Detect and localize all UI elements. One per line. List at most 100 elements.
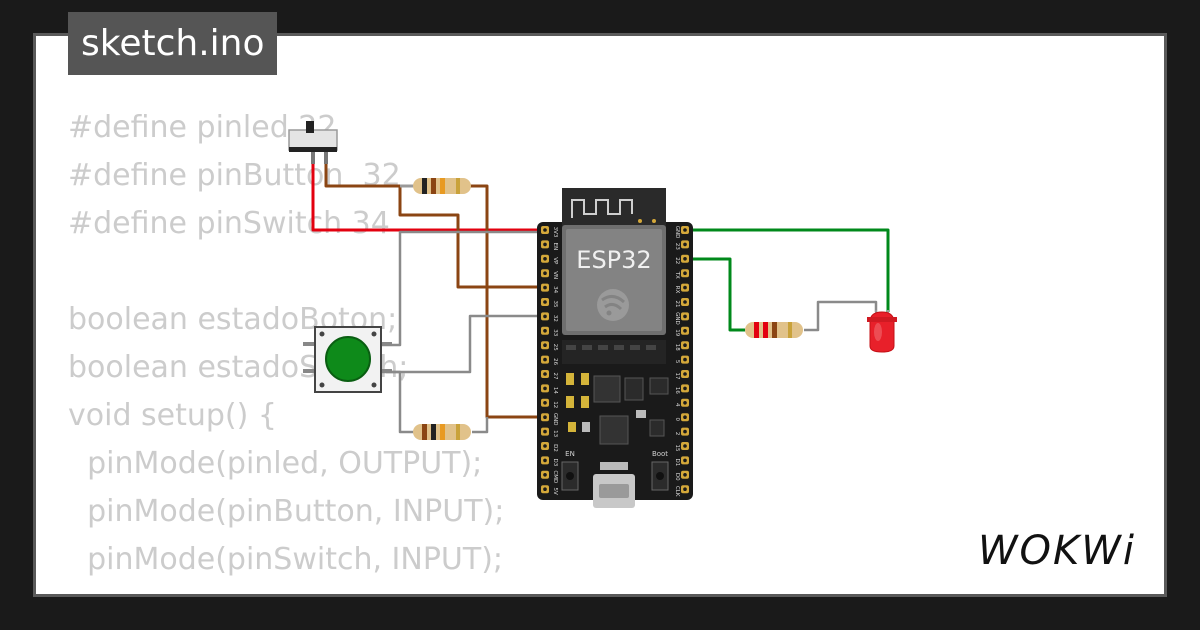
- pin-hole: [543, 473, 547, 477]
- resistor-led[interactable]: [745, 322, 803, 338]
- pin-label: 0: [674, 417, 680, 421]
- pin-hole: [543, 401, 547, 405]
- pin-label: 22: [674, 257, 680, 264]
- pin-hole: [683, 372, 687, 376]
- pin-hole: [543, 257, 547, 261]
- wire-gray-bottom: [380, 370, 414, 434]
- pin-hole: [543, 487, 547, 492]
- pin-hole: [683, 487, 687, 492]
- wire-gray-led: [804, 300, 878, 332]
- pin-label: 5: [674, 360, 680, 364]
- esp32-board[interactable]: ESP32 EN Boot: [537, 188, 693, 508]
- pin-hole: [543, 415, 547, 420]
- pin-hole: [683, 314, 687, 319]
- button-cap[interactable]: [325, 336, 371, 382]
- pin-label: VN: [552, 271, 558, 279]
- pin-hole: [683, 285, 687, 290]
- pin-label: 18: [674, 344, 680, 351]
- wire-gray-bottom-r: [472, 417, 489, 434]
- pin-label: 33: [552, 329, 558, 336]
- pin-label: 13: [552, 430, 558, 437]
- pin-label: 17: [674, 373, 680, 380]
- pin-label: 4: [674, 403, 680, 407]
- wire-green-gnd: [685, 228, 890, 312]
- pin-hole: [683, 444, 687, 448]
- pin-hole: [683, 257, 687, 261]
- board-label: ESP32: [576, 246, 651, 274]
- pin-label: 3V3: [552, 227, 558, 238]
- pin-hole: [543, 429, 547, 434]
- pin-hole: [543, 444, 547, 448]
- pin-label: 2: [674, 432, 680, 436]
- pin-hole: [543, 386, 547, 391]
- pin-label: TX: [674, 271, 680, 279]
- pin-label: 14: [552, 387, 558, 394]
- pin-hole: [543, 300, 547, 304]
- code-line: pinMode(pinButton, INPUT);: [68, 494, 505, 529]
- pin-hole: [683, 357, 687, 362]
- pin-hole: [683, 429, 687, 434]
- pin-hole: [543, 329, 547, 333]
- wire-gray-button: [386, 314, 545, 374]
- pin-label: 23: [674, 243, 680, 250]
- pin-label: 26: [552, 358, 558, 365]
- en-label: EN: [565, 450, 575, 458]
- pin-label: D1: [674, 459, 680, 467]
- code-preview: #define pinled 22#define pinButton 32#de…: [68, 104, 505, 594]
- pin-label: 27: [552, 373, 558, 380]
- pin-hole: [543, 343, 547, 348]
- pin-label: 5V: [552, 488, 558, 495]
- pin-hole: [543, 314, 547, 319]
- pin-hole: [543, 357, 547, 362]
- red-led[interactable]: [867, 310, 897, 353]
- pin-label: GND: [552, 413, 558, 426]
- wire-green-22: [685, 257, 745, 332]
- pin-hole: [683, 415, 687, 420]
- pin-label: 19: [674, 329, 680, 336]
- code-line: Serial.begin(115200); // ini: [68, 584, 504, 594]
- wokwi-logo: WOKWi: [978, 528, 1136, 572]
- resistor-top[interactable]: [400, 178, 471, 194]
- pin-hole: [683, 271, 687, 276]
- code-line: pinMode(pinled, OUTPUT);: [68, 446, 483, 481]
- pin-hole: [683, 386, 687, 391]
- pin-hole: [543, 285, 547, 290]
- pin-label: D2: [552, 444, 558, 452]
- pin-hole: [683, 473, 687, 477]
- espressif-logo-icon: [597, 289, 629, 321]
- pin-label: GND: [674, 226, 680, 239]
- pin-hole: [683, 458, 687, 463]
- pin-label: 25: [552, 344, 558, 351]
- code-line: #define pinSwitch 34: [68, 206, 390, 241]
- push-button[interactable]: [303, 326, 392, 393]
- resistor-bottom[interactable]: [413, 424, 471, 440]
- pin-hole: [543, 271, 547, 276]
- pin-hole: [683, 401, 687, 405]
- pin-label: 34: [552, 286, 558, 293]
- pin-label: 15: [674, 445, 680, 452]
- pin-label: 16: [674, 387, 680, 394]
- wokwi-logo-text: WOKWi: [978, 528, 1136, 572]
- pin-label: VP: [552, 257, 558, 265]
- pin-hole: [683, 300, 687, 304]
- code-line: pinMode(pinSwitch, INPUT);: [68, 542, 504, 577]
- pin-label: CMD: [552, 470, 558, 483]
- pin-label: 12: [552, 401, 558, 408]
- pin-label: RX: [674, 286, 680, 294]
- pin-hole: [543, 458, 547, 463]
- slide-switch[interactable]: [288, 121, 338, 164]
- pin-hole: [543, 372, 547, 376]
- pin-label: CLK: [674, 486, 680, 497]
- code-line: void setup() {: [68, 398, 277, 433]
- pin-label: EN: [552, 243, 558, 251]
- pin-hole: [683, 242, 687, 247]
- boot-label: Boot: [652, 450, 668, 458]
- pin-label: 32: [552, 315, 558, 322]
- pin-hole: [543, 228, 547, 232]
- pin-label: D3: [552, 459, 558, 467]
- pin-label: GND: [674, 312, 680, 325]
- pin-label: 35: [552, 301, 558, 308]
